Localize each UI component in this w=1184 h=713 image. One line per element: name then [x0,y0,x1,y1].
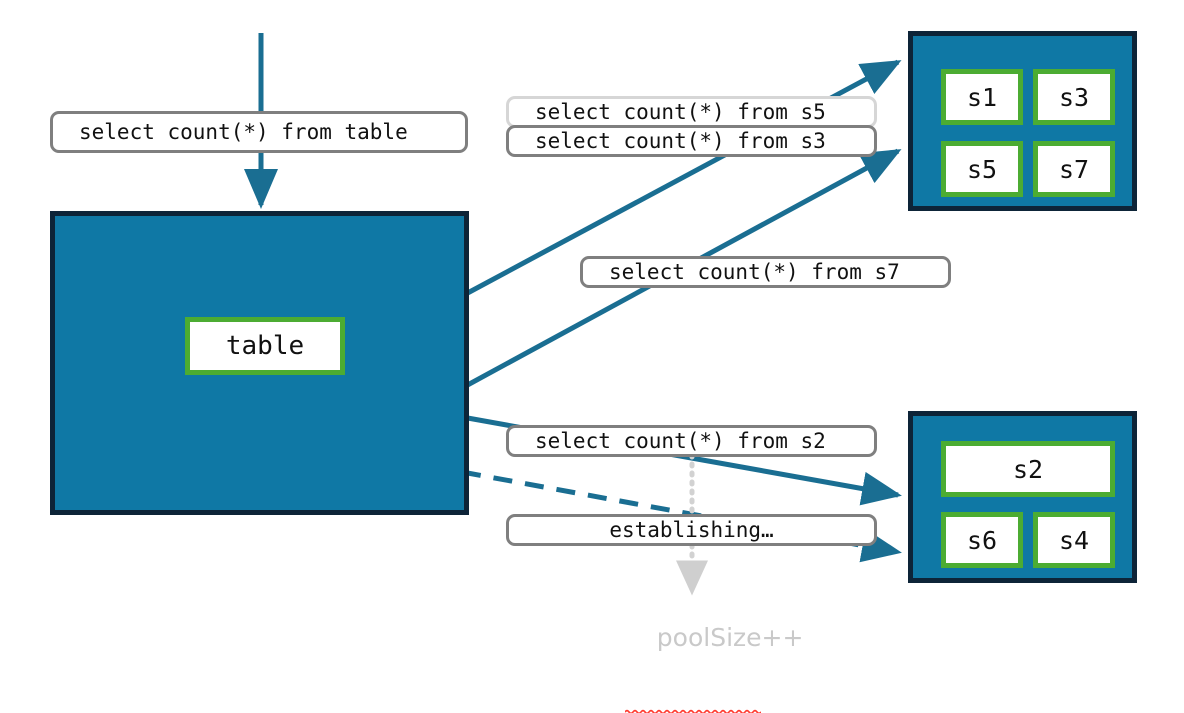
poolsize-note: poolSize++ [625,594,804,713]
session-label: s1 [966,82,998,112]
poolsize-label: poolSize++ [656,623,804,652]
session-box-s5[interactable]: s5 [941,141,1023,197]
query-pill-s7[interactable]: select count(*) from s7 [580,256,951,288]
entry-query-label: select count(*) from table [79,120,408,144]
table-block[interactable]: table [50,211,469,515]
diagram-canvas: select count(*) from table table s1 s3 s… [50,31,1137,713]
session-box-s2[interactable]: s2 [941,441,1115,497]
server-pool-top[interactable]: s1 s3 s5 s7 [908,31,1137,211]
session-box-s3[interactable]: s3 [1033,69,1115,125]
query-pill-label: select count(*) from s3 [535,129,826,153]
session-label: s3 [1058,82,1090,112]
session-label: s2 [1012,454,1044,484]
table-session-box[interactable]: table [185,317,345,375]
query-pill-label: establishing… [609,518,774,542]
session-box-s7[interactable]: s7 [1033,141,1115,197]
session-box-s6[interactable]: s6 [941,512,1023,568]
server-pool-bottom[interactable]: s2 s6 s4 [908,411,1137,583]
entry-query-pill[interactable]: select count(*) from table [50,111,468,153]
query-pill-label: select count(*) from s2 [535,429,826,453]
query-pill-s5[interactable]: select count(*) from s5 [506,96,877,128]
session-label: s4 [1058,525,1090,555]
session-box-s4[interactable]: s4 [1033,512,1115,568]
query-pill-label: select count(*) from s7 [609,260,900,284]
session-label: s6 [966,525,998,555]
query-pill-establishing[interactable]: establishing… [506,514,877,546]
query-pill-s3[interactable]: select count(*) from s3 [506,125,877,157]
table-label: table [225,331,305,361]
spellcheck-squiggle-icon [625,709,761,713]
session-label: s5 [966,154,998,184]
query-pill-s2[interactable]: select count(*) from s2 [506,425,877,457]
session-label: s7 [1058,154,1090,184]
session-box-s1[interactable]: s1 [941,69,1023,125]
query-pill-label: select count(*) from s5 [535,100,826,124]
